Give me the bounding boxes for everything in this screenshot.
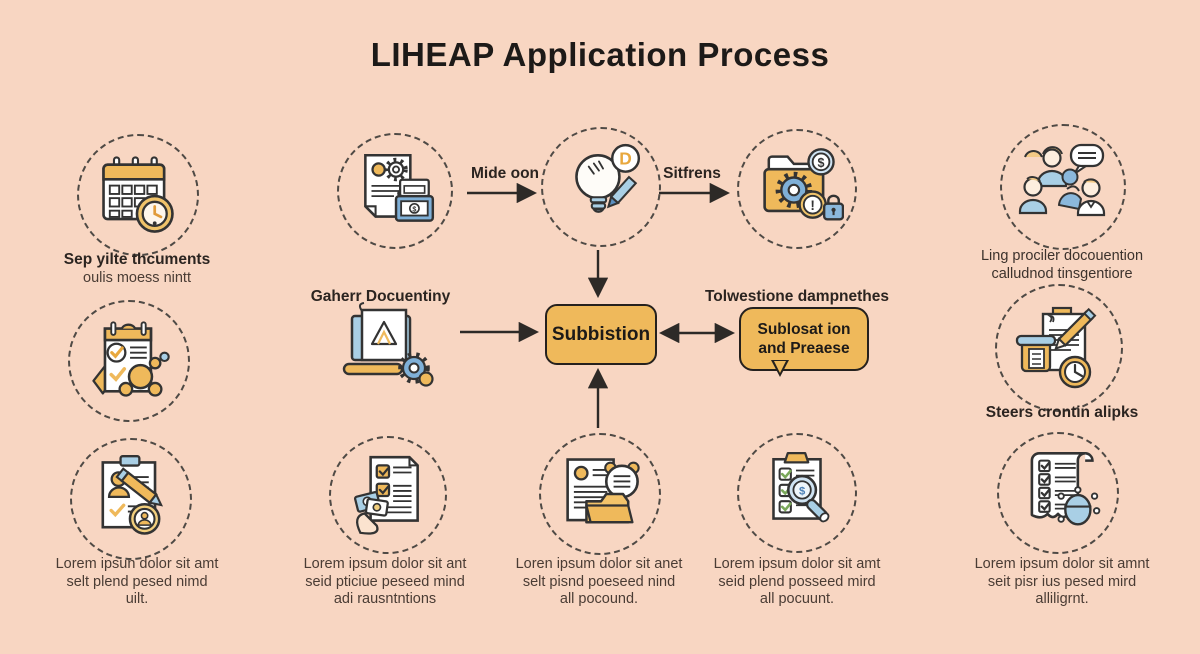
step-circle-consult — [1000, 124, 1126, 250]
family-consult-icon — [1018, 143, 1106, 217]
caption-line: seid plend posseed mird — [718, 573, 876, 590]
step-circle-review — [539, 433, 661, 555]
step-circle-notepad — [68, 300, 190, 422]
page-title: LIHEAP Application Process — [370, 36, 830, 73]
dollar-badge-glyph: $ — [818, 156, 825, 170]
step-circle-checklist — [329, 436, 447, 554]
clipboard-enroll-icon — [101, 455, 164, 535]
caption-line: Lorem ipsum dolor sit ant — [303, 556, 467, 572]
caption-line: selt pisnd poeseed nind — [522, 573, 676, 590]
lightbulb-idea-icon: D — [575, 143, 641, 213]
step-label-track: Steers crontin alipks — [985, 404, 1139, 421]
caption-line: Lorem ipsun dolor sit amt — [55, 556, 219, 572]
arrow-label-mide-oon: Mide oon — [470, 165, 540, 182]
bubble-line: Sublosat ion — [757, 321, 851, 338]
caption-line: selt plend pesed nimd — [66, 573, 208, 590]
step-circle-verify: $ — [737, 433, 857, 553]
calendar-clock-icon — [102, 156, 174, 233]
step-caption-enroll: Lorem ipsun dolor sit amt selt plend pes… — [17, 556, 257, 609]
caption-line: Lorem ipsum dolor sit amnt — [974, 556, 1150, 572]
step-circle-track — [995, 284, 1123, 412]
caption-line: seit pisr ius pesed mird — [987, 573, 1137, 590]
caption-line: seid pticiue peseed mind — [305, 573, 465, 590]
step-circle-processing: $ ! — [737, 129, 857, 249]
caption-line: uilt. — [125, 591, 149, 607]
caption-line: Lorem ipsum dolor sit amt — [713, 556, 881, 572]
step-circle-final-checklist — [997, 432, 1119, 554]
document-review-icon — [566, 458, 640, 524]
clipboard-search-icon: $ — [772, 452, 830, 523]
step-circle-documents: $ — [337, 133, 453, 249]
checklist-hand-icon — [354, 455, 419, 535]
folder-gear-icon: $ ! — [763, 148, 844, 221]
banknote-dollar-glyph: $ — [412, 205, 416, 213]
caption-line: Loren ipsum dolor sit anet — [515, 556, 683, 572]
step-label-gather: Gaherr Docuentiny — [310, 288, 451, 305]
alert-badge-glyph: ! — [810, 198, 815, 213]
step-caption-consult: Ling prociler docouention calludnod tins… — [942, 248, 1182, 283]
laptop-form-icon — [342, 302, 434, 387]
step-caption-review: Loren ipsum dolor sit anet selt pisnd po… — [479, 556, 719, 609]
step-caption-verify: Lorem ipsum dolor sit amt seid plend pos… — [677, 556, 917, 609]
step-caption-checklist: Lorem ipsum dolor sit ant seid pticiue p… — [265, 556, 505, 609]
step-caption-final: Lorem ipsum dolor sit amnt seit pisr ius… — [942, 556, 1182, 609]
caption-line: Ling prociler docouention — [980, 248, 1144, 264]
step-caption-schedule-sub: oulis moess nintt — [83, 270, 191, 286]
idea-badge-glyph: D — [619, 149, 632, 169]
caption-line: all pocound. — [559, 591, 639, 607]
caption-line: adi rausntntions — [333, 591, 437, 607]
caption-line: all pocuunt. — [759, 591, 835, 607]
notepad-checklist-icon — [92, 321, 170, 397]
document-pencil-clock-icon — [1015, 306, 1097, 389]
step-circle-schedule — [77, 134, 199, 256]
submission-box: Subbistion — [545, 304, 657, 365]
laptop-wrap — [330, 302, 434, 392]
step-caption-schedule-title: Sep yilte thcuments — [63, 251, 211, 268]
step-circle-idea: D — [541, 127, 661, 247]
scroll-checklist-icon — [1030, 452, 1101, 526]
bubble-line: and Preaese — [758, 340, 850, 357]
caption-line: calludnod tinsgentiore — [991, 265, 1133, 282]
submission-bubble: Sublosat ion and Preaese — [739, 307, 869, 377]
step-label-review-notes: Tolwestione dampnethes — [704, 288, 890, 305]
document-money-icon: $ — [364, 153, 435, 222]
caption-line: alliligrnt. — [1035, 591, 1089, 607]
step-circle-enroll — [70, 438, 192, 560]
arrow-label-sitfrens: Sitfrens — [663, 165, 721, 182]
magnifier-dollar-glyph: $ — [799, 486, 806, 498]
